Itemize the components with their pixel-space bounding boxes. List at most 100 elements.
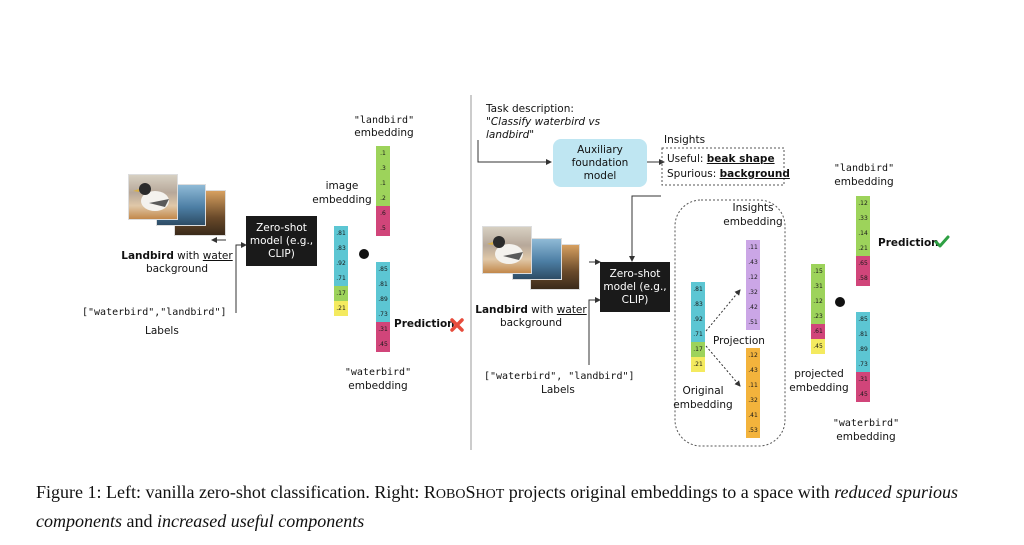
insights-to-model-arrow <box>629 195 661 262</box>
vec-cell: .51 <box>746 315 760 330</box>
left-model-l1: Zero-shot <box>256 221 307 234</box>
aux-l1: Auxiliary <box>577 143 623 156</box>
vec-cell: .71 <box>334 271 348 286</box>
bird-icon <box>133 183 169 211</box>
right-input-with: with <box>527 304 557 316</box>
useful-value: beak shape <box>706 153 775 165</box>
task-label: Task description: <box>486 103 574 115</box>
vec-cell: .21 <box>334 301 348 316</box>
vec-cell: .83 <box>691 297 705 312</box>
right-dot-product <box>835 297 845 307</box>
left-prediction-label: Prediction <box>394 318 455 330</box>
vec-cell: .92 <box>334 256 348 271</box>
robo-hot: HOT <box>475 487 505 502</box>
robo-obo: OBO <box>435 487 466 502</box>
insight-orange-vector: .12 .43 .11 .32 .41 .53 <box>746 348 760 438</box>
original-label-2: embedding <box>673 399 733 411</box>
left-model-l2: model (e.g., <box>249 234 314 247</box>
vec-cell: .11 <box>746 378 760 393</box>
left-input-with: with <box>173 250 203 262</box>
vec-cell: .3 <box>376 161 390 176</box>
insights-emb-label-1: Insights <box>732 202 774 214</box>
left-image-emb-label-2: embedding <box>312 194 372 206</box>
right-input-bg: background <box>499 317 563 329</box>
vec-cell: .21 <box>856 241 870 256</box>
figure-caption: Figure 1: Left: vanilla zero-shot classi… <box>36 479 1011 534</box>
vec-cell: .5 <box>376 221 390 236</box>
caption-italic-1: reduced spurious components <box>36 482 959 531</box>
right-prediction-label: Prediction <box>878 237 939 249</box>
vec-cell: .89 <box>856 342 870 357</box>
caption-middle: projects original embeddings to a space … <box>504 482 835 502</box>
vec-cell: .12 <box>811 294 825 309</box>
vec-cell: .45 <box>856 387 870 402</box>
vec-cell: .71 <box>691 327 705 342</box>
projection-arrow-up <box>705 289 741 332</box>
right-landbird-label-2: embedding <box>834 176 894 188</box>
vec-cell: .61 <box>811 324 825 339</box>
vec-cell: .85 <box>856 312 870 327</box>
right-model-l1: Zero-shot <box>609 267 661 280</box>
projected-label-2: embedding <box>789 382 849 394</box>
left-input-caption: Landbird with water background <box>118 250 236 276</box>
left-landbird-vector: .1 .3 .1 .2 .6 .5 <box>376 146 390 236</box>
vec-cell: .17 <box>691 342 705 357</box>
vec-cell: .65 <box>856 256 870 271</box>
bird-photo <box>128 174 178 220</box>
vec-cell: .81 <box>691 282 705 297</box>
left-landbird-label-2: embedding <box>354 127 414 139</box>
left-waterbird-vector: .85 .81 .89 .73 .31 .45 <box>376 262 390 352</box>
projected-label-1: projected <box>794 368 844 380</box>
vec-cell: .15 <box>811 264 825 279</box>
vec-cell: .43 <box>746 363 760 378</box>
vec-cell: .43 <box>746 255 760 270</box>
projection-region <box>674 199 786 447</box>
left-landbird-label-1: "landbird" <box>353 115 415 126</box>
aux-l2: foundation <box>571 156 629 169</box>
left-model-l3: CLIP) <box>268 247 295 260</box>
left-labels-word: Labels <box>145 325 179 337</box>
task-text-1: "Classify waterbird vs <box>486 116 601 128</box>
original-vector: .81 .83 .92 .71 .17 .21 <box>691 282 705 372</box>
projection-arrow-down <box>705 345 741 387</box>
right-labels-list: ["waterbird", "landbird"] <box>484 371 635 382</box>
vec-cell: .45 <box>376 337 390 352</box>
left-waterbird-label-1: "waterbird" <box>344 367 412 378</box>
vec-cell: .31 <box>856 372 870 387</box>
vec-cell: .89 <box>376 292 390 307</box>
vec-cell: .11 <box>746 240 760 255</box>
vec-cell: .32 <box>746 393 760 408</box>
vec-cell: .23 <box>811 309 825 324</box>
vec-cell: .92 <box>691 312 705 327</box>
right-waterbird-vector: .85 .81 .89 .73 .31 .45 <box>856 312 870 402</box>
right-waterbird-label-1: "waterbird" <box>832 418 900 429</box>
caption-italic-2: increased useful components <box>156 511 365 531</box>
vec-cell: .81 <box>856 327 870 342</box>
caption-and: and <box>121 511 157 531</box>
left-labels-to-model-arrow <box>235 242 247 313</box>
insights-emb-label-2: embedding <box>723 216 783 228</box>
vec-cell: .6 <box>376 206 390 221</box>
right-input-bold: Landbird <box>475 304 528 316</box>
left-image-stack <box>128 174 228 246</box>
vec-cell: .12 <box>746 270 760 285</box>
insight-purple-vector: .11 .43 .12 .32 .42 .51 <box>746 240 760 330</box>
right-waterbird-label-2: embedding <box>836 431 896 443</box>
left-input-bg: background <box>145 263 209 275</box>
vec-cell: .73 <box>856 357 870 372</box>
vec-cell: .73 <box>376 307 390 322</box>
task-text-2: landbird" <box>486 129 535 141</box>
cross-icon <box>450 318 464 332</box>
bird-icon <box>487 236 523 264</box>
checkmark-icon <box>934 235 950 248</box>
left-waterbird-label-2: embedding <box>348 380 408 392</box>
vec-cell: .81 <box>376 277 390 292</box>
vec-cell: .32 <box>746 285 760 300</box>
auxiliary-model: Auxiliary foundation model <box>553 139 647 187</box>
vec-cell: .14 <box>856 226 870 241</box>
right-labels-word: Labels <box>541 384 575 396</box>
vec-cell: .1 <box>376 176 390 191</box>
insights-title: Insights <box>664 134 706 146</box>
